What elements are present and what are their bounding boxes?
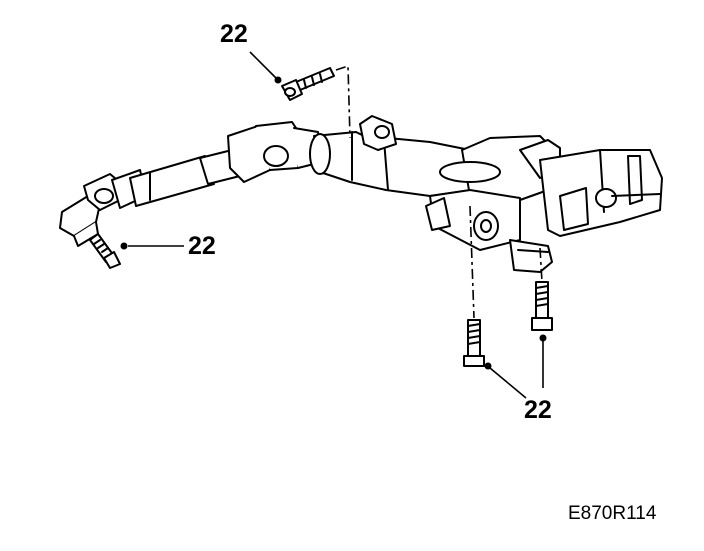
callout-label-top: 22 [220,20,248,48]
leader-lines [128,51,544,399]
callout-label-left: 22 [188,232,216,260]
alignment-lines [335,64,543,319]
bolt-left [89,233,121,269]
leader-dots [120,76,547,370]
callout-label-bottom: 22 [524,396,552,424]
column-housing [425,135,663,273]
bolt-bottom-right [531,281,553,331]
figure-code: E870R114 [568,503,657,524]
bolt-top [281,67,335,101]
column-tube [309,115,473,197]
bolt-bottom-left [463,319,485,367]
upper-universal-joint [227,121,323,183]
